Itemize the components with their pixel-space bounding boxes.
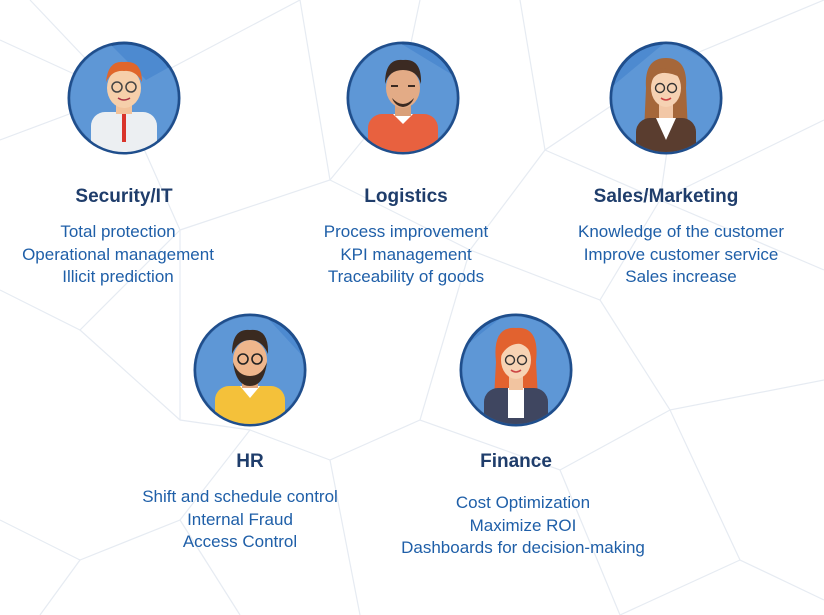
man-red-hair-tie-avatar-icon (67, 41, 181, 155)
list-item: Improve customer service (583, 244, 779, 264)
department-title: Finance (480, 451, 552, 472)
department-items: Process improvement KPI management Trace… (288, 221, 524, 289)
list-item: Maximize ROI (469, 515, 577, 535)
list-item: Traceability of goods (327, 267, 485, 286)
department-items: Shift and schedule control Internal Frau… (110, 486, 370, 554)
department-title: HR (236, 451, 264, 472)
department-title: Logistics (364, 186, 448, 207)
list-item: Illicit prediction (62, 267, 174, 286)
list-item: Process improvement (323, 222, 489, 241)
department-items: Knowledge of the customer Improve custom… (548, 221, 814, 289)
list-item: Sales increase (625, 267, 737, 286)
list-item: Cost Optimization (455, 493, 591, 512)
list-item: Access Control (182, 532, 298, 551)
list-item: Knowledge of the customer (577, 222, 784, 241)
department-title: Sales/Marketing (593, 186, 739, 207)
man-beard-orange-shirt-avatar-icon (346, 41, 460, 155)
list-item: Dashboards for decision-making (401, 538, 645, 557)
list-item: Total protection (60, 222, 176, 241)
list-item: KPI management (340, 244, 472, 264)
list-item: Internal Fraud (187, 509, 293, 529)
list-item: Shift and schedule control (142, 487, 338, 506)
department-items: Total protection Operational management … (0, 221, 236, 289)
department-items: Cost Optimization Maximize ROI Dashboard… (376, 492, 670, 560)
list-item: Operational management (22, 244, 214, 264)
man-beard-yellow-sweater-avatar-icon (193, 313, 307, 427)
woman-red-hair-avatar-icon (459, 313, 573, 427)
department-title: Security/IT (75, 186, 173, 207)
woman-long-hair-avatar-icon (609, 41, 723, 155)
